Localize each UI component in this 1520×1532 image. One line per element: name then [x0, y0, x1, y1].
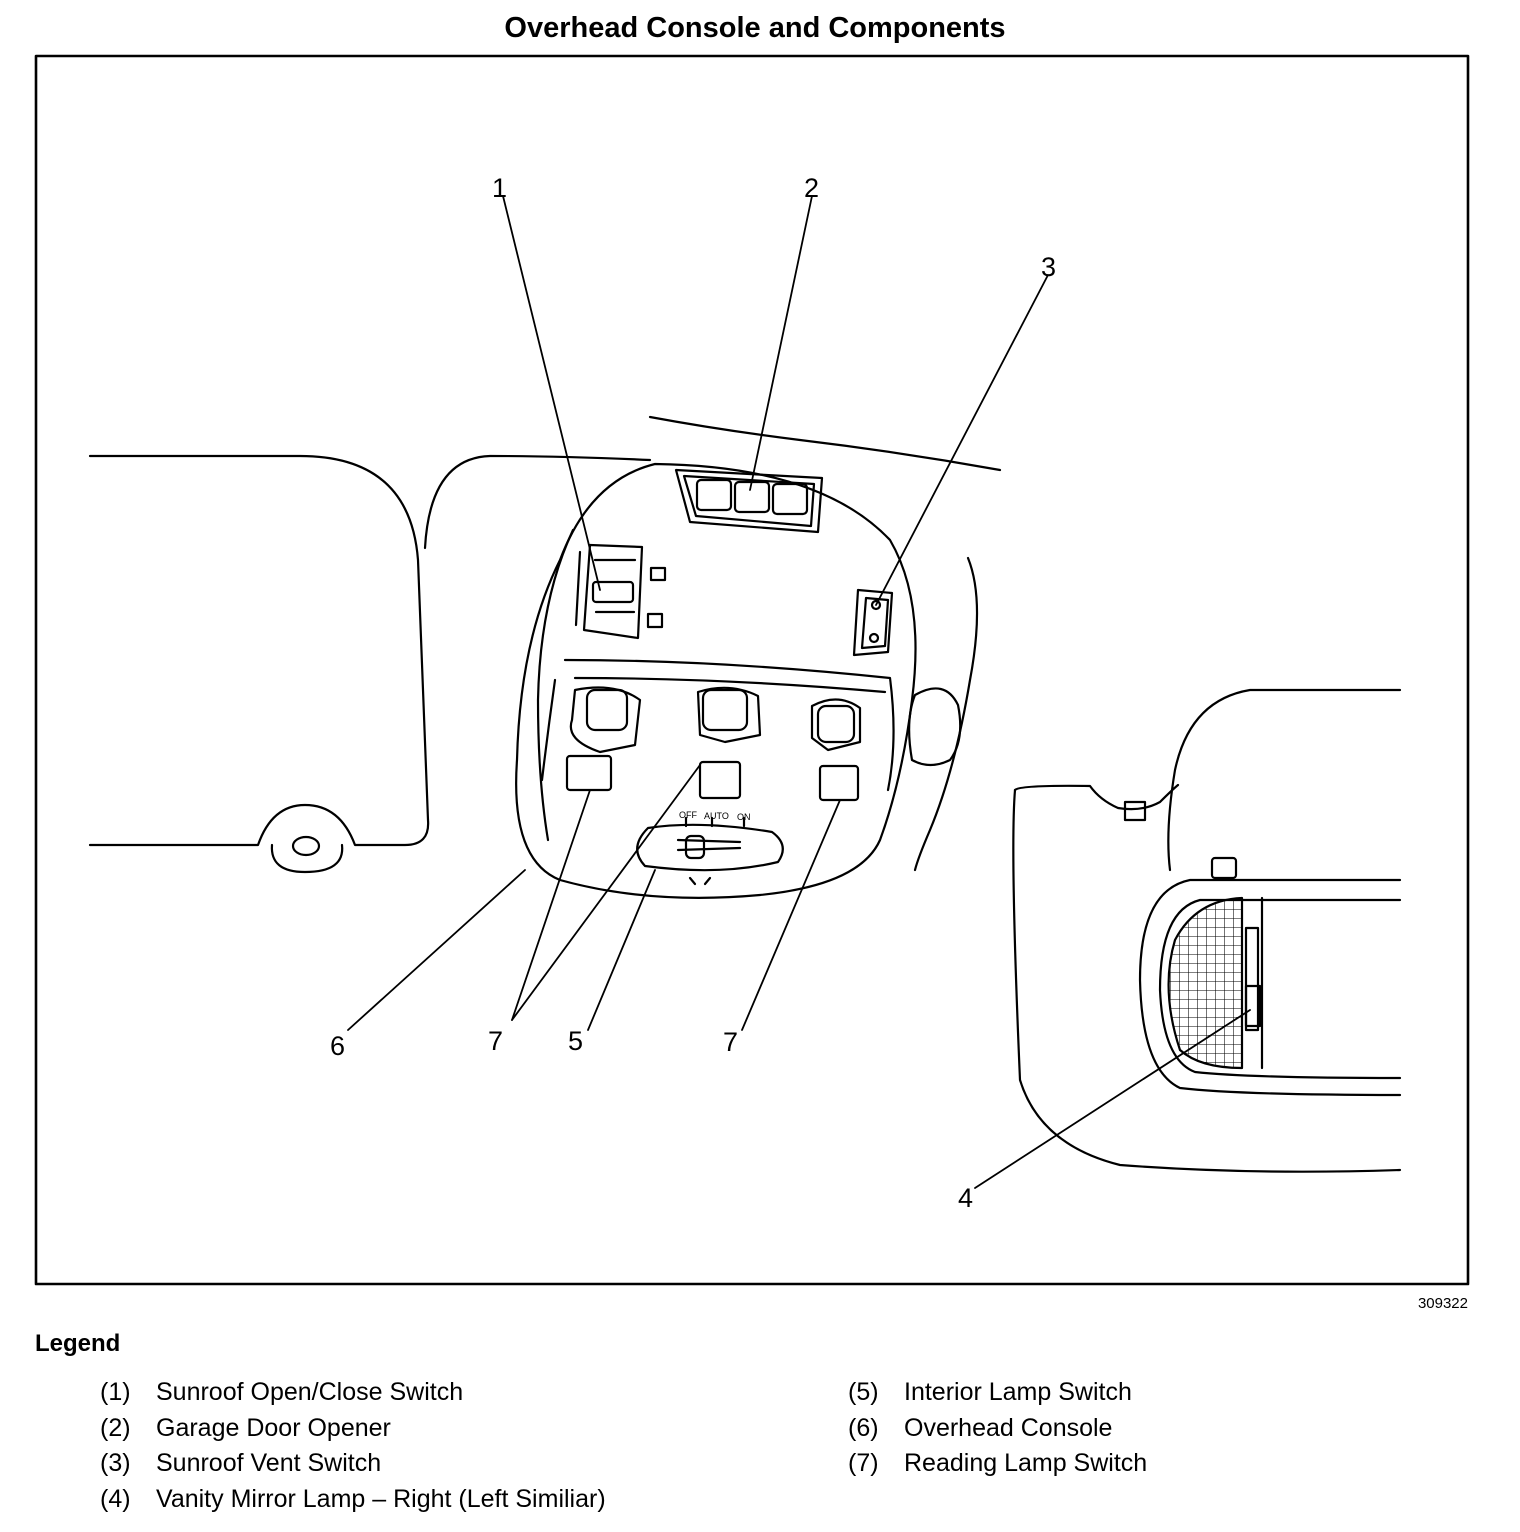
switch-label-auto: AUTO [704, 811, 729, 821]
garage-door-opener [674, 468, 824, 534]
switch-label-off: OFF [679, 810, 697, 820]
legend-item: (6) Overhead Console [848, 1414, 1147, 1450]
callout-4: 4 [958, 1183, 973, 1213]
legend-number: (6) [848, 1413, 879, 1442]
legend-number: (1) [100, 1378, 131, 1406]
interior-lamp-switch [636, 816, 784, 886]
side-handle [908, 687, 962, 767]
left-sun-visor [88, 454, 652, 874]
callout-1: 1 [492, 173, 507, 203]
figure-id: 309322 [1417, 1295, 1468, 1312]
callout-7: 7 [488, 1026, 503, 1056]
legend-title: Legend [35, 1330, 121, 1357]
legend-item: (2) Garage Door Opener [100, 1414, 606, 1450]
legend-number: (7) [848, 1449, 879, 1477]
legend-text: Sunroof Open/Close Switch [156, 1378, 464, 1406]
callout-2: 2 [804, 173, 819, 203]
legend-item: (7) Reading Lamp Switch [848, 1449, 1147, 1485]
legend-right-column: (5) Interior Lamp Switch (6) Overhead Cons… [848, 1378, 1147, 1485]
figure-frame [34, 54, 1470, 1286]
sunroof-open-close-switch [574, 543, 667, 640]
callout-leader-lines [347, 195, 1251, 1189]
diagram-title: Overhead Console and Components [504, 12, 1006, 44]
right-visor-detail [1012, 688, 1402, 1173]
legend-text: Garage Door Opener [156, 1413, 391, 1442]
legend-left-column: (1) Sunroof Open/Close Switch (2) Garage D… [100, 1378, 606, 1520]
callout-5: 5 [568, 1026, 583, 1056]
reading-lamp-switch-buttons [565, 754, 860, 802]
legend-item: (1) Sunroof Open/Close Switch [100, 1378, 606, 1414]
switch-label-on: ON [737, 812, 751, 822]
reading-lamps [569, 686, 862, 754]
legend-number: (3) [100, 1449, 131, 1477]
legend-text: Reading Lamp Switch [904, 1449, 1148, 1477]
legend-number: (2) [100, 1413, 131, 1442]
legend-text: Overhead Console [904, 1413, 1113, 1442]
legend-text: Interior Lamp Switch [904, 1378, 1132, 1406]
callout-6: 6 [330, 1031, 345, 1061]
legend-item: (4) Vanity Mirror Lamp – Right (Left Simi… [100, 1485, 606, 1521]
callout-3: 3 [1041, 252, 1056, 282]
legend-item: (3) Sunroof Vent Switch [100, 1449, 606, 1485]
legend-item: (5) Interior Lamp Switch [848, 1378, 1147, 1414]
headliner-lines [648, 415, 1002, 872]
callout-7: 7 [723, 1027, 738, 1057]
legend-text: Sunroof Vent Switch [156, 1449, 382, 1477]
legend-number: (5) [848, 1378, 879, 1406]
sunroof-vent-switch [852, 588, 894, 657]
legend-number: (4) [100, 1484, 131, 1513]
diagram-drawing: OFF AUTO ON 1 2 3 4 5 6 7 7 [34, 54, 1470, 1286]
overhead-console-body [515, 462, 917, 899]
legend-text: Vanity Mirror Lamp – Right (Left Similia… [156, 1484, 606, 1513]
